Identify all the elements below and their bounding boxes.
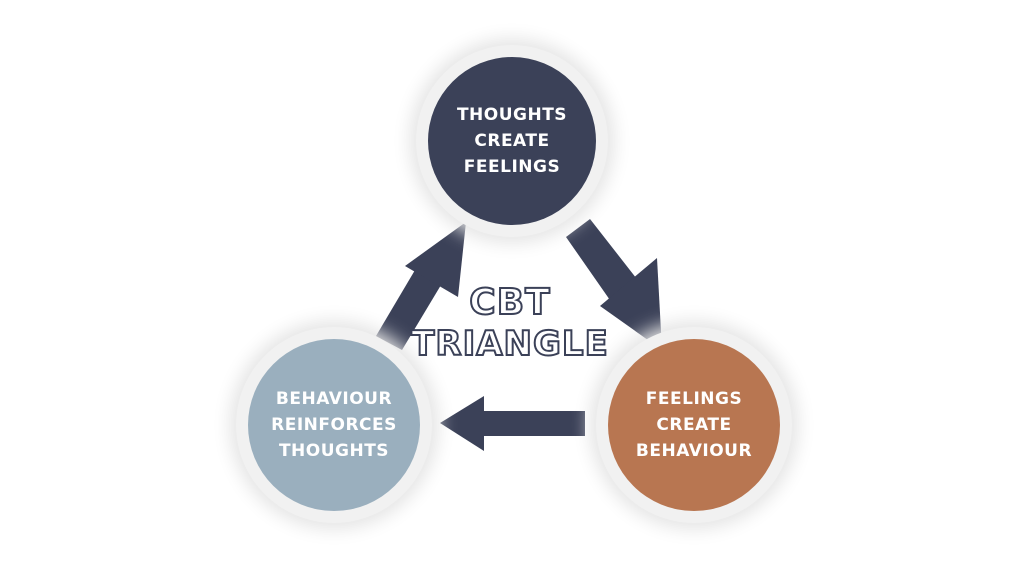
node-label-line: FEELINGS (463, 157, 561, 177)
node-label-line: FEELINGS (645, 389, 743, 409)
node-thoughts-create-feelings: THOUGHTS CREATE FEELINGS (428, 57, 596, 225)
node-behaviour-reinforces-thoughts: BEHAVIOUR REINFORCES THOUGHTS (248, 339, 420, 511)
node-label-line: CREATE (656, 415, 732, 435)
arrow-behaviour-to-thoughts (376, 222, 466, 350)
node-label-line: THOUGHTS (456, 105, 568, 125)
center-title: CBT TRIANGLE (410, 281, 610, 365)
node-feelings-create-behaviour: FEELINGS CREATE BEHAVIOUR (608, 339, 780, 511)
center-title-line2: TRIANGLE (410, 323, 609, 365)
node-label-line: BEHAVIOUR (275, 389, 393, 409)
node-label-line: THOUGHTS (278, 441, 390, 461)
arrow-feelings-to-behaviour (440, 396, 585, 451)
arrow-thoughts-to-feelings (566, 219, 662, 350)
node-label-line: BEHAVIOUR (635, 441, 753, 461)
node-label-line: REINFORCES (271, 415, 397, 435)
node-label-line: CREATE (474, 131, 550, 151)
center-title-line1: CBT (468, 281, 551, 324)
